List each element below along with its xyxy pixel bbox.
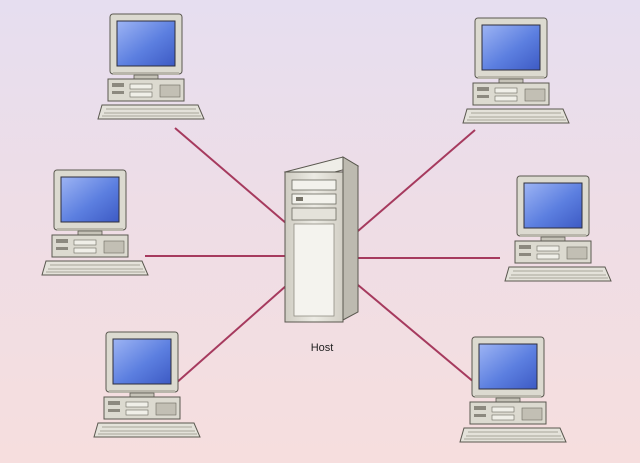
link-bottom-left: [174, 284, 288, 385]
network-links: [145, 127, 500, 385]
terminal-top-left: [97, 13, 205, 120]
terminal-middle-left: [41, 169, 149, 276]
link-top-right: [357, 129, 476, 232]
link-bottom-right: [357, 284, 476, 384]
host-label: Host: [310, 342, 334, 354]
link-top-left: [174, 127, 288, 225]
terminal-top-right: [462, 17, 570, 124]
terminal-bottom-right: [459, 336, 567, 443]
terminal-bottom-left: [93, 331, 201, 438]
terminal-middle-right: [504, 175, 612, 282]
host-server: [283, 156, 360, 323]
